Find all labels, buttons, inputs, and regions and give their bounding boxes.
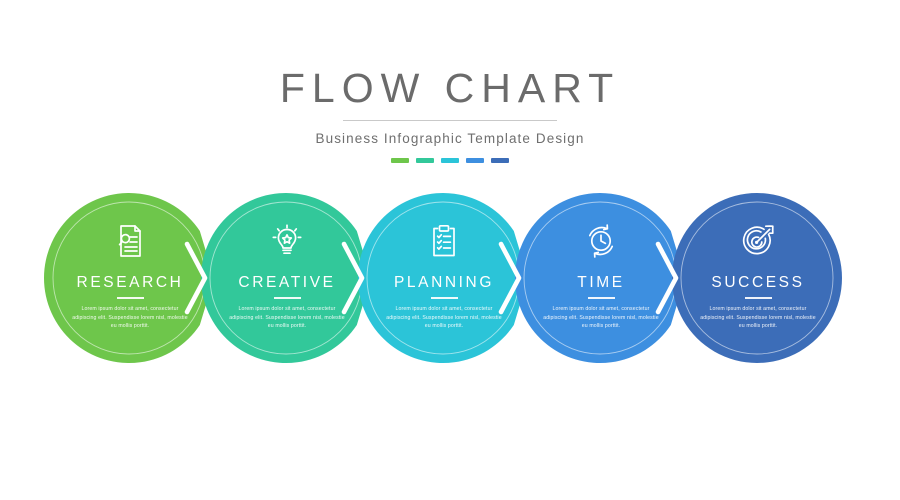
page-subtitle: Business Infographic Template Design [315,131,585,146]
flow-step-shape [498,193,687,363]
flow-step-shape [184,193,373,363]
flow-chart-row: RESEARCH Lorem ipsum dolor sit amet, con… [0,193,900,363]
header: FLOW CHART Business Infographic Template… [0,64,900,163]
flow-step-2[interactable]: CREATIVE Lorem ipsum dolor sit amet, con… [184,193,373,363]
color-dash-4 [466,158,484,163]
page-title: FLOW CHART [279,65,621,111]
color-dash-3 [441,158,459,163]
color-dash-1 [391,158,409,163]
flow-step-3[interactable]: PLANNING Lorem ipsum dolor sit amet, con… [341,193,530,363]
flow-step-5[interactable]: SUCCESS Lorem ipsum dolor sit amet, cons… [655,193,844,363]
flow-step-shape [655,193,844,363]
color-dash-row [0,158,900,163]
flow-step-1[interactable]: RESEARCH Lorem ipsum dolor sit amet, con… [44,193,216,363]
color-dash-2 [416,158,434,163]
flow-step-shape [341,193,530,363]
title-divider [343,120,557,121]
flow-step-4[interactable]: TIME Lorem ipsum dolor sit amet, consect… [498,193,687,363]
flow-step-shape [44,193,216,363]
color-dash-5 [491,158,509,163]
